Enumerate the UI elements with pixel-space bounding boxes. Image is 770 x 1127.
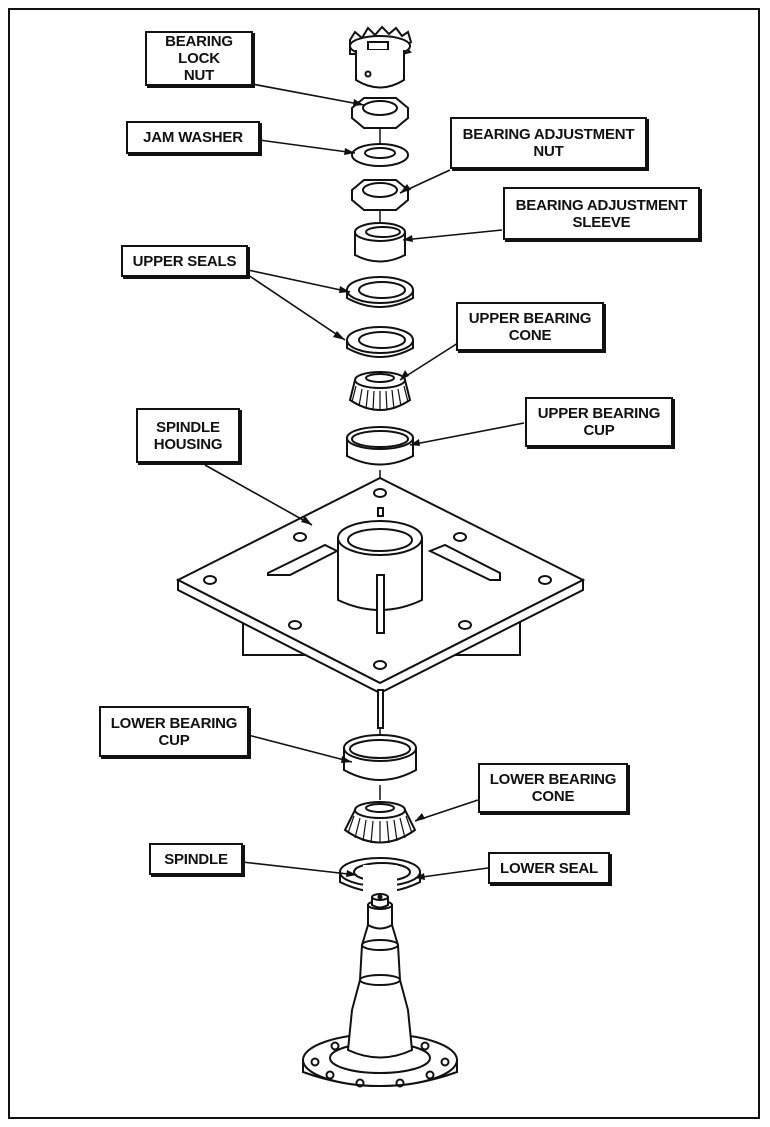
upper-bearing-cup-part bbox=[346, 426, 414, 466]
spindle-part bbox=[302, 865, 458, 1088]
hex-nut-upper bbox=[351, 97, 409, 129]
leader-lines bbox=[204, 83, 525, 879]
bearing-adjustment-nut-part bbox=[351, 179, 409, 211]
bearing-lock-nut-part bbox=[349, 25, 413, 89]
lower-bearing-cup-part bbox=[343, 734, 417, 781]
spindle-housing-part bbox=[175, 476, 586, 695]
bearing-adjustment-sleeve-part bbox=[354, 222, 406, 263]
label-spindle: SPINDLE bbox=[149, 843, 243, 875]
leader-arrows bbox=[301, 99, 425, 880]
upper-seal-1-part bbox=[346, 276, 414, 308]
upper-seal-2-part bbox=[346, 326, 414, 358]
upper-bearing-cone-part bbox=[348, 371, 412, 411]
label-lower-seal: LOWER SEAL bbox=[488, 852, 610, 884]
lower-bearing-cone-part bbox=[343, 801, 417, 844]
label-upper-seals: UPPER SEALS bbox=[121, 245, 248, 277]
jam-washer-part bbox=[351, 143, 409, 167]
label-jam-washer: JAM WASHER bbox=[126, 121, 260, 154]
